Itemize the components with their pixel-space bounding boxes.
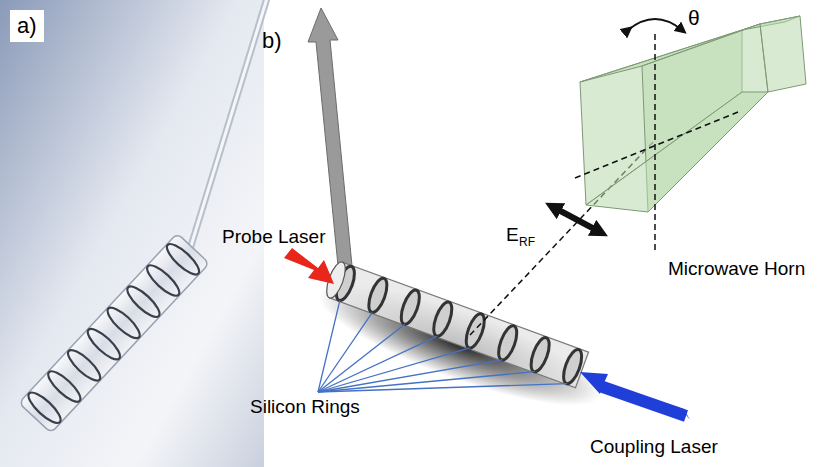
- coupling-arrow-body: [600, 386, 686, 416]
- ring: [143, 261, 183, 300]
- silicon-ring: [398, 288, 424, 327]
- glass-tube: [19, 233, 209, 433]
- ring: [44, 367, 84, 406]
- panel-label: a): [17, 13, 37, 39]
- ring: [64, 346, 104, 385]
- ring: [123, 282, 163, 321]
- silicon-ring: [560, 347, 586, 386]
- angle-label: θ: [688, 6, 700, 30]
- ring: [24, 388, 64, 427]
- laser-label: Probe Laser: [222, 226, 326, 248]
- silicon-ring: [430, 300, 456, 339]
- silicon-ring: [462, 312, 488, 351]
- horn-axis: [575, 112, 738, 178]
- panel-label: b): [262, 28, 282, 53]
- ring: [104, 303, 144, 342]
- rotation-arrow: [628, 19, 682, 30]
- field-subscript: RF: [519, 236, 535, 250]
- cell-schematic: [284, 8, 806, 428]
- silicon-ring: [527, 335, 553, 374]
- ring: [84, 325, 124, 364]
- leader-line: [318, 384, 567, 392]
- glass-cell-photo: [19, 0, 268, 433]
- silicon-ring: [495, 324, 521, 363]
- rotation-axis: [654, 34, 656, 252]
- field-arrow: [553, 207, 600, 232]
- leader-line: [318, 312, 372, 392]
- silicon-ring: [365, 276, 391, 315]
- horn-label: Microwave Horn: [668, 258, 805, 280]
- field-label: E: [506, 224, 519, 246]
- ring: [163, 240, 203, 279]
- laser-label: Coupling Laser: [590, 436, 718, 458]
- leader-line: [318, 336, 437, 392]
- probe-arrow: [284, 248, 334, 284]
- panel-tag: a): [10, 10, 44, 42]
- microwave-horn: [580, 16, 806, 212]
- rings-label: Silicon Rings: [250, 396, 360, 418]
- coupling-arrow: [580, 372, 690, 420]
